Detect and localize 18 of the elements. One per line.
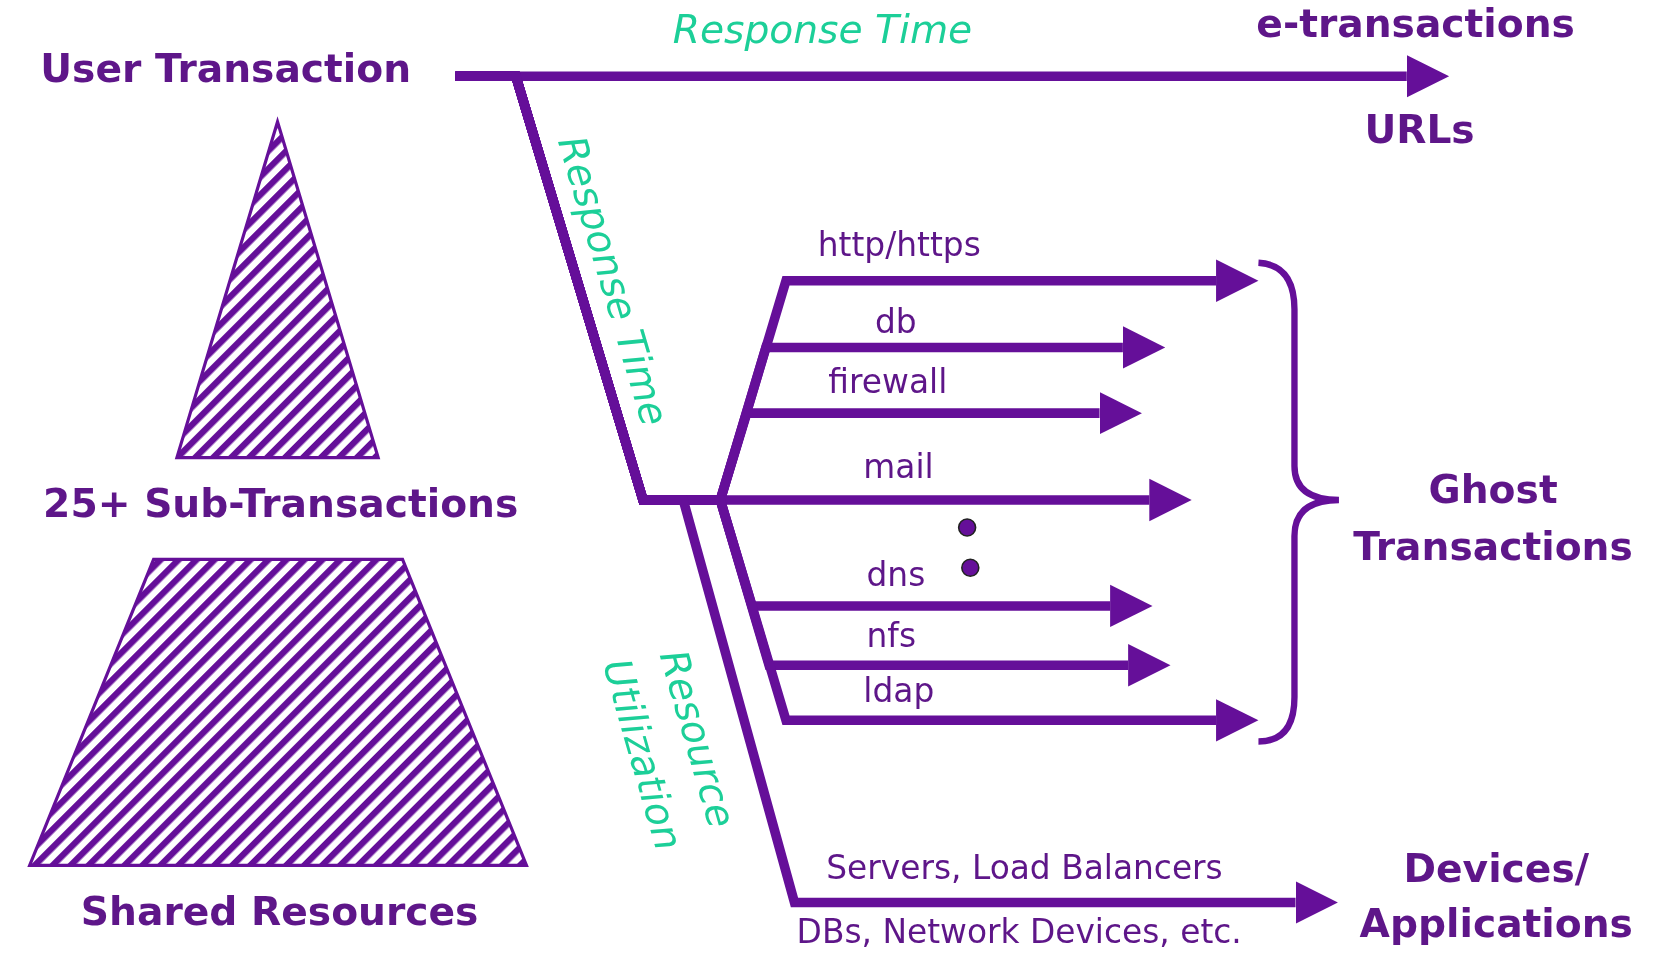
edge-label: Servers, Load Balancers bbox=[826, 849, 1223, 888]
edge-label: db bbox=[875, 302, 917, 341]
edge-caption: DBs, Network Devices, etc. bbox=[796, 913, 1242, 951]
edge-label: mail bbox=[863, 448, 934, 486]
node-label: URLs bbox=[1364, 108, 1475, 154]
edge-label: Response Time bbox=[672, 8, 973, 54]
edge-label: dns bbox=[866, 556, 926, 594]
node-label: User Transaction bbox=[40, 46, 412, 92]
edge-label: nfs bbox=[866, 617, 916, 656]
group-caption: Ghost Transactions bbox=[1352, 466, 1634, 572]
node-label: Devices/ Applications bbox=[1358, 845, 1634, 949]
edge-label: http/https bbox=[817, 226, 981, 265]
edge-label: ldap bbox=[863, 672, 935, 711]
node-label: 25+ Sub-Transactions bbox=[42, 482, 520, 528]
edge-label: firewall bbox=[828, 363, 948, 402]
node-label: Shared Resources bbox=[79, 889, 480, 935]
node-label: e-transactions bbox=[1256, 2, 1575, 48]
arrow bbox=[455, 71, 1338, 924]
